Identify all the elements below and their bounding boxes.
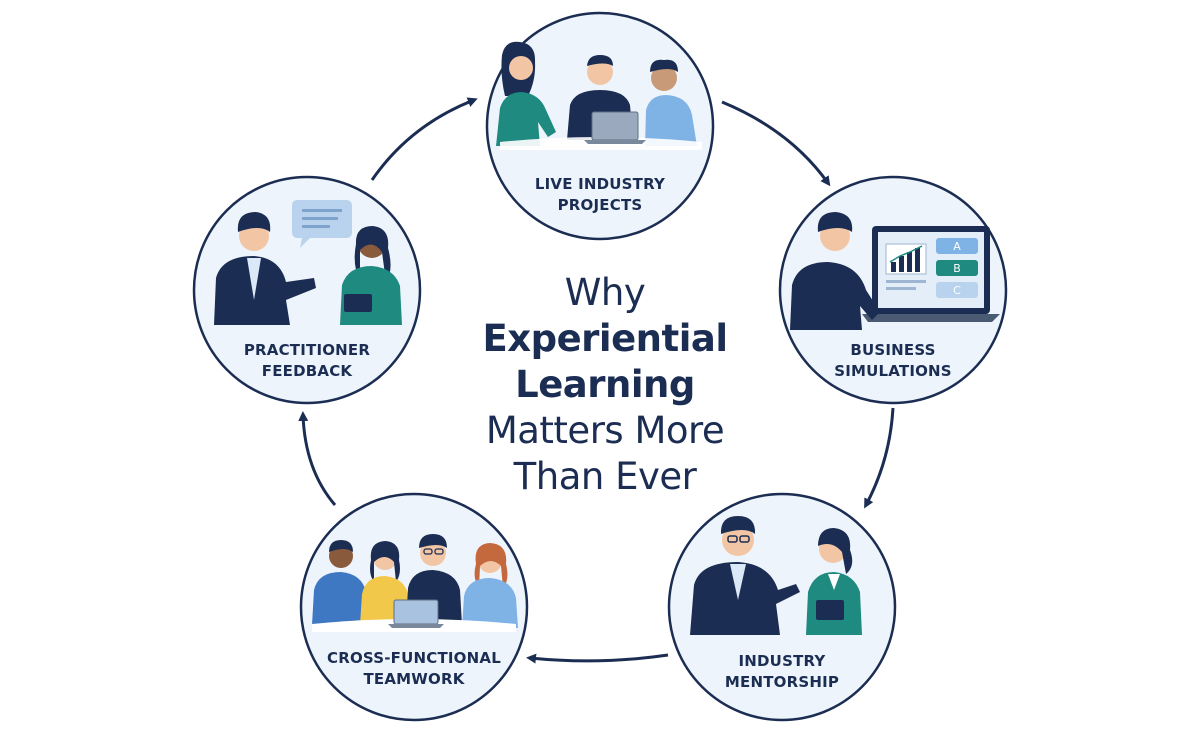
laptop-icon xyxy=(584,111,646,144)
tablet-icon xyxy=(816,600,844,620)
label-line: PROJECTS xyxy=(557,196,643,214)
label-line: INDUSTRY xyxy=(738,652,826,670)
option-b-label: B xyxy=(953,262,961,275)
label-line: CROSS-FUNCTIONAL xyxy=(327,649,501,667)
node-practitioner-feedback xyxy=(192,175,422,405)
node-business-simulations: A B C xyxy=(778,175,1008,405)
laptop-icon xyxy=(388,599,444,628)
center-title: Why Experiential Learning Matters More T… xyxy=(445,270,765,500)
node-industry-mentorship xyxy=(667,492,897,722)
title-line: Why xyxy=(564,271,646,314)
mentor-illustration xyxy=(690,516,862,635)
title-line: Matters More xyxy=(485,409,725,452)
arrow-icon xyxy=(370,97,478,181)
label-business-simulations: BUSINESS SIMULATIONS xyxy=(823,340,963,382)
arrow-icon xyxy=(864,407,895,509)
feedback-illustration xyxy=(214,200,402,325)
bar-chart-icon xyxy=(885,243,927,290)
arrow-icon xyxy=(298,411,337,506)
tablet-icon xyxy=(344,294,372,312)
label-line: TEAMWORK xyxy=(363,670,465,688)
node-live-industry-projects xyxy=(485,11,715,241)
label-practitioner-feedback: PRACTITIONER FEEDBACK xyxy=(237,340,377,382)
label-line: PRACTITIONER xyxy=(243,341,371,359)
label-line: LIVE INDUSTRY xyxy=(534,175,666,193)
label-line: SIMULATIONS xyxy=(834,362,952,380)
person-illustration xyxy=(790,212,880,330)
arrow-icon xyxy=(721,100,831,187)
team-illustration xyxy=(312,534,518,632)
option-a-label: A xyxy=(953,240,961,253)
speech-bubble-icon xyxy=(292,200,352,248)
label-live-industry-projects: LIVE INDUSTRY PROJECTS xyxy=(530,174,670,216)
label-industry-mentorship: INDUSTRY MENTORSHIP xyxy=(712,651,852,693)
title-line: Experiential xyxy=(482,317,728,360)
label-line: MENTORSHIP xyxy=(724,673,840,691)
label-line: FEEDBACK xyxy=(261,362,353,380)
title-line: Learning xyxy=(515,363,695,406)
team-illustration xyxy=(496,41,702,150)
label-line: BUSINESS xyxy=(850,341,936,359)
option-c-label: C xyxy=(953,284,961,297)
arrow-icon xyxy=(526,653,669,664)
label-cross-functional-teamwork: CROSS-FUNCTIONAL TEAMWORK xyxy=(324,648,504,690)
title-line: Than Ever xyxy=(513,455,697,498)
node-cross-functional-teamwork xyxy=(299,492,529,722)
laptop-icon xyxy=(862,226,1000,322)
